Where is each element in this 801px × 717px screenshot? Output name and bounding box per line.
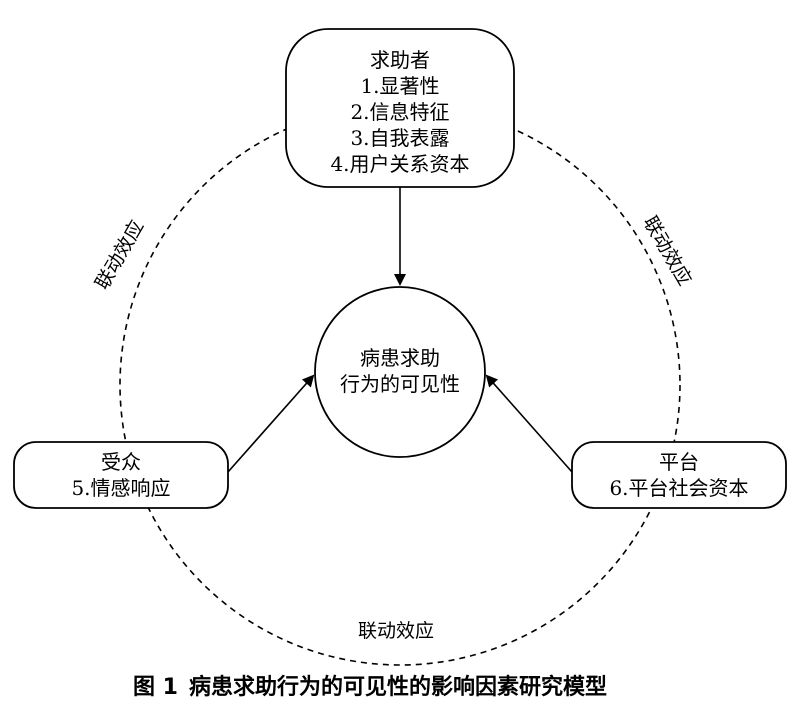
- help-seeker-item-3: 3.自我表露: [350, 126, 449, 150]
- help-seeker-title: 求助者: [370, 48, 430, 72]
- arrow-platform-to-visibility: [485, 374, 573, 473]
- figure-title: 病患求助行为的可见性的影响因素研究模型: [189, 674, 607, 700]
- visibility-circle: 病患求助 行为的可见性: [314, 286, 486, 458]
- audience-item-1: 5.情感响应: [71, 476, 170, 500]
- figure-caption: 图 1 病患求助行为的可见性的影响因素研究模型: [133, 674, 607, 700]
- platform-item-1: 6.平台社会资本: [609, 476, 748, 500]
- arrow-audience-to-visibility: [227, 374, 315, 473]
- visibility-line-1: 病患求助: [360, 346, 440, 370]
- linkage-label-bottom: 联动效应: [358, 620, 434, 642]
- help-seeker-box: 求助者 1.显著性 2.信息特征 3.自我表露 4.用户关系资本: [285, 28, 515, 188]
- help-seeker-item-4: 4.用户关系资本: [330, 152, 469, 176]
- audience-title: 受众: [101, 450, 141, 474]
- figure-number: 图 1: [133, 675, 178, 700]
- help-seeker-item-1: 1.显著性: [360, 74, 439, 98]
- linkage-label-right: 联动效应: [639, 213, 696, 290]
- audience-box: 受众 5.情感响应: [13, 441, 229, 509]
- linkage-dashed-ring: [119, 104, 681, 666]
- visibility-line-2: 行为的可见性: [340, 372, 460, 396]
- platform-title: 平台: [659, 450, 699, 474]
- help-seeker-item-2: 2.信息特征: [350, 100, 449, 124]
- platform-box: 平台 6.平台社会资本: [571, 441, 787, 509]
